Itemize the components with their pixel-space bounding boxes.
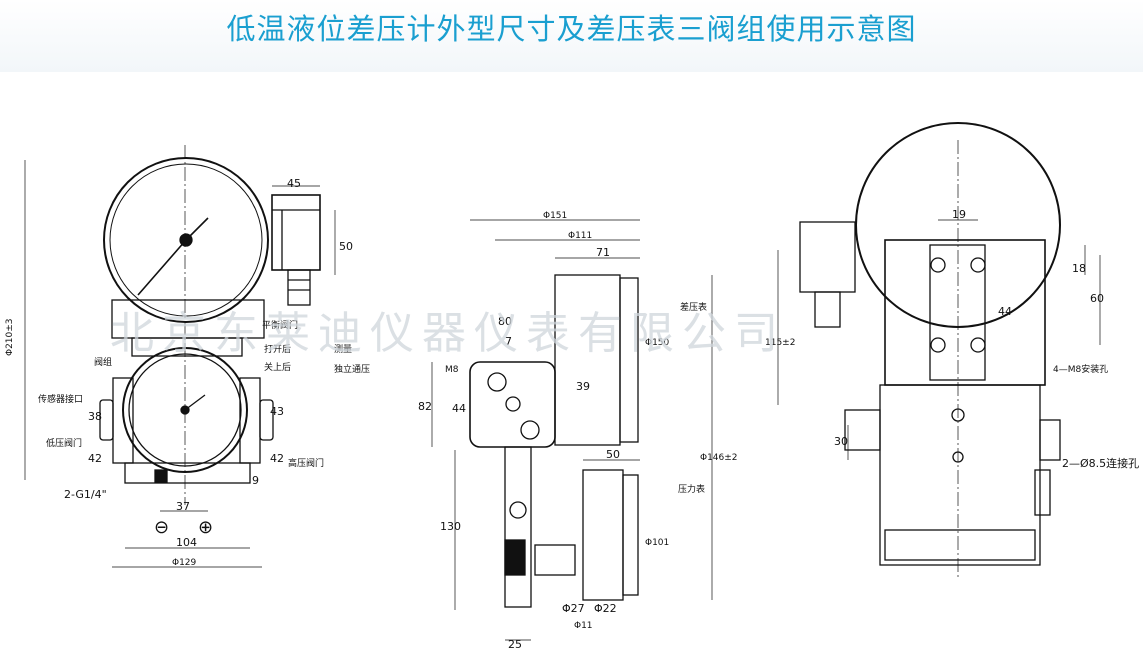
dim-80: 80: [498, 315, 512, 328]
dim-37: 37: [176, 500, 190, 513]
dim-130: 130: [440, 520, 461, 533]
dim-11: Φ11: [574, 621, 593, 631]
valve-stem: [504, 446, 532, 608]
dim-43: 43: [270, 405, 284, 418]
dim-45: 45: [287, 177, 301, 190]
minus-icon: ⊖: [154, 517, 169, 538]
right-junction-box: [799, 221, 856, 293]
dim-38: 38: [88, 410, 102, 423]
title-bar: [0, 0, 1143, 72]
dim-19: 19: [952, 208, 966, 221]
dim-146: Φ146±2: [700, 453, 738, 463]
dim-150: Φ150: [645, 338, 670, 348]
label-pressure-gauge: 压力表: [678, 483, 705, 495]
label-sensor-port: 传感器接口: [38, 393, 83, 405]
dim-39: 39: [576, 380, 590, 393]
dim-44: 44: [452, 402, 466, 415]
plus-icon: ⊕: [198, 517, 213, 538]
middle-view: Φ151 Φ111 71 80 7 39 M8 44 82 Φ150 Φ146±…: [418, 211, 738, 651]
label-valve-group: 阀组: [94, 356, 112, 368]
dim-104: 104: [176, 536, 197, 549]
dim-129: Φ129: [172, 558, 197, 568]
right-manifold: [879, 384, 1041, 566]
dim-42a: 42: [88, 452, 102, 465]
junction-box: [271, 194, 321, 271]
dim-27: Φ27: [562, 602, 585, 615]
dim-115: 115±2: [765, 338, 795, 348]
transmitter-body: [469, 361, 556, 448]
label-conn-holes: 2—Ø8.5连接孔: [1062, 457, 1139, 470]
left-view: 45 50 Φ210±3 38 43 42 42 9 37 104 Φ129 阀…: [5, 145, 370, 568]
dim-9: 9: [252, 474, 259, 487]
right-view: 19 18 60 44 115±2 30 4—M8安装孔 2—Ø8.5连接孔: [765, 122, 1139, 580]
dim-r44: 44: [998, 305, 1012, 318]
dim-height: Φ210±3: [5, 318, 15, 356]
label-high-valve: 高压阀门: [288, 457, 324, 469]
label-m8-holes: 4—M8安装孔: [1053, 363, 1108, 375]
label-measure: 测量: [334, 344, 352, 355]
pressure-gauge-body: [582, 469, 624, 601]
dim-m8: M8: [445, 365, 459, 375]
label-thread: 2-G1/4": [64, 488, 107, 501]
dim-25: 25: [508, 638, 522, 651]
dim-50: 50: [339, 240, 353, 253]
dim-pg50: 50: [606, 448, 620, 461]
page-title: 低温液位差压计外型尺寸及差压表三阀组使用示意图: [226, 12, 917, 46]
dim-22: Φ22: [594, 602, 617, 615]
big-gauge: [103, 157, 269, 323]
dim-30: 30: [834, 435, 848, 448]
dim-101: Φ101: [645, 538, 669, 548]
small-gauge: [122, 347, 248, 473]
dim-60: 60: [1090, 292, 1104, 305]
dim-82: 82: [418, 400, 432, 413]
diff-gauge-body: [554, 274, 621, 446]
dim-7: 7: [505, 335, 512, 348]
flange-body: [884, 239, 1046, 386]
label-open-after: 打开后: [264, 343, 291, 355]
label-low-valve: 低压阀门: [46, 437, 82, 449]
dim-71: 71: [596, 246, 610, 259]
label-close-after: 关上后: [264, 361, 291, 373]
back-gauge: [855, 122, 1061, 328]
dim-42b: 42: [270, 452, 284, 465]
label-independent: 独立通压: [334, 363, 370, 375]
dim-111: Φ111: [568, 231, 592, 241]
watermark: 北京东莱迪仪器仪表有限公司: [110, 308, 786, 359]
label-balance-valve: 平衡阀门: [262, 319, 298, 331]
dim-18: 18: [1072, 262, 1086, 275]
label-diff-gauge: 差压表: [680, 301, 707, 313]
dim-151: Φ151: [543, 211, 567, 221]
gauge-needle: [137, 239, 187, 296]
